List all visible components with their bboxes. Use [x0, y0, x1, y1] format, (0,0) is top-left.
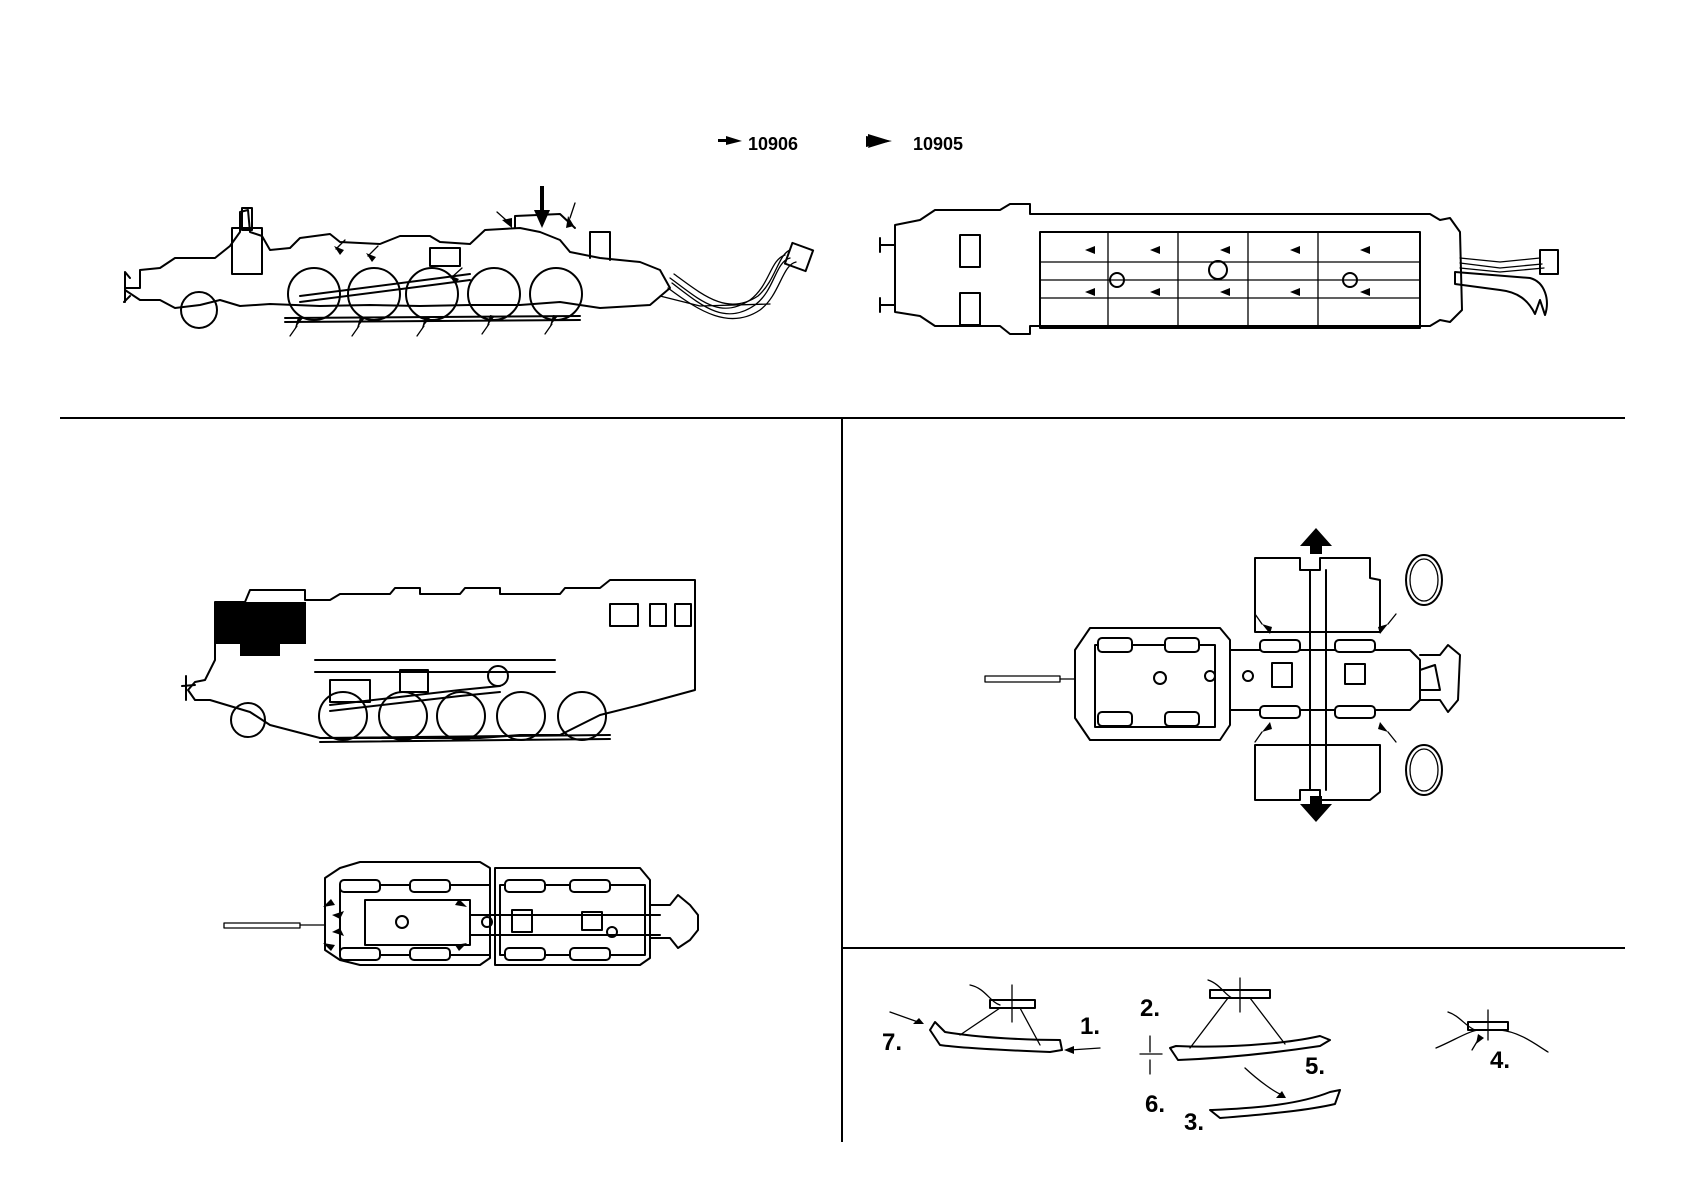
large-lubrication-arrow-icon	[534, 186, 550, 228]
remove-direction-arrow-icon	[1300, 528, 1332, 822]
step-1-label: 1.	[1080, 1013, 1100, 1040]
small-arrow-label: 10906	[748, 134, 798, 154]
locomotive-chassis-side-view	[124, 186, 813, 336]
locomotive-chassis-bottom-view	[880, 204, 1558, 334]
locomotive-body-side-view	[182, 580, 695, 742]
step-7-label: 7.	[882, 1029, 902, 1056]
pickup-shoe-replacement-steps: 1. 7. 2. 5. 6. 3. 4.	[882, 978, 1548, 1136]
small-lubrication-arrow-icon	[323, 899, 467, 951]
traction-tire-replacement-view	[985, 528, 1460, 822]
step-4-label: 4.	[1490, 1047, 1510, 1074]
large-arrow-label: 10905	[913, 134, 963, 154]
step-5-label: 5.	[1305, 1053, 1325, 1080]
step-6-label: 6.	[1145, 1091, 1165, 1118]
step-3-label: 3.	[1184, 1109, 1204, 1136]
step-2-label: 2.	[1140, 995, 1160, 1022]
legend: 10906 10905	[718, 134, 963, 154]
chassis-bottom-view-lower	[224, 862, 698, 965]
large-lubrication-arrow-icon	[866, 134, 892, 148]
small-lubrication-arrow-icon	[718, 136, 742, 145]
